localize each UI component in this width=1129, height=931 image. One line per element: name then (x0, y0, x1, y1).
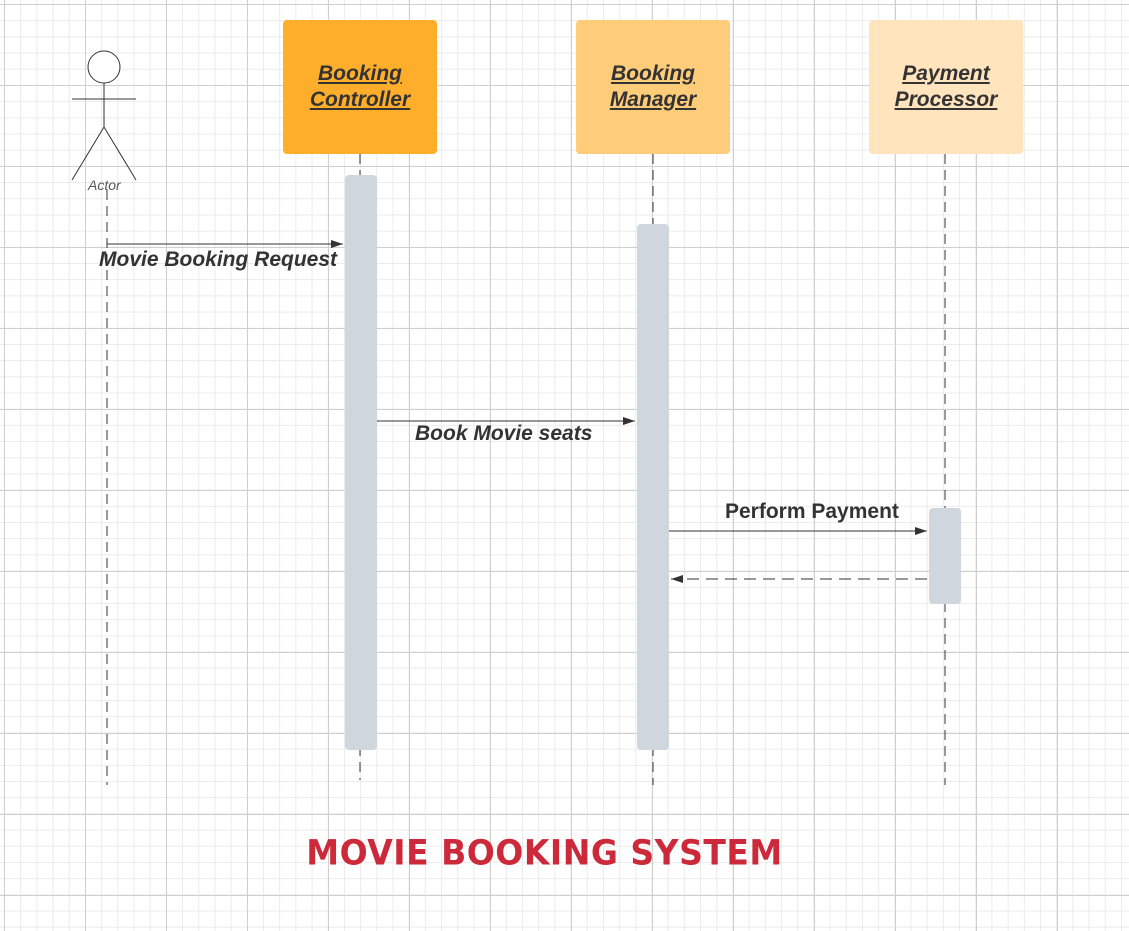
participant-name: Booking Controller (309, 62, 411, 111)
message-label-payment: Perform Payment (725, 500, 899, 523)
activation-bar-processor[interactable] (929, 508, 961, 604)
participant-payment-processor[interactable]: Payment Processor (869, 20, 1023, 154)
activation-bar-manager[interactable] (637, 224, 669, 750)
activation-bar-controller[interactable] (345, 175, 377, 750)
actor-label: Actor (88, 177, 121, 193)
participant-booking-controller[interactable]: Booking Controller (283, 20, 437, 154)
diagram-title: MOVIE BOOKING SYSTEM (306, 832, 783, 873)
participant-name: Booking Manager (609, 62, 697, 111)
message-label-book-seats: Book Movie seats (415, 422, 593, 445)
participant-name: Payment Processor (894, 62, 998, 111)
message-label-request: Movie Booking Request (99, 248, 338, 271)
participant-booking-manager[interactable]: Booking Manager (576, 20, 730, 154)
actor-icon (71, 50, 137, 181)
